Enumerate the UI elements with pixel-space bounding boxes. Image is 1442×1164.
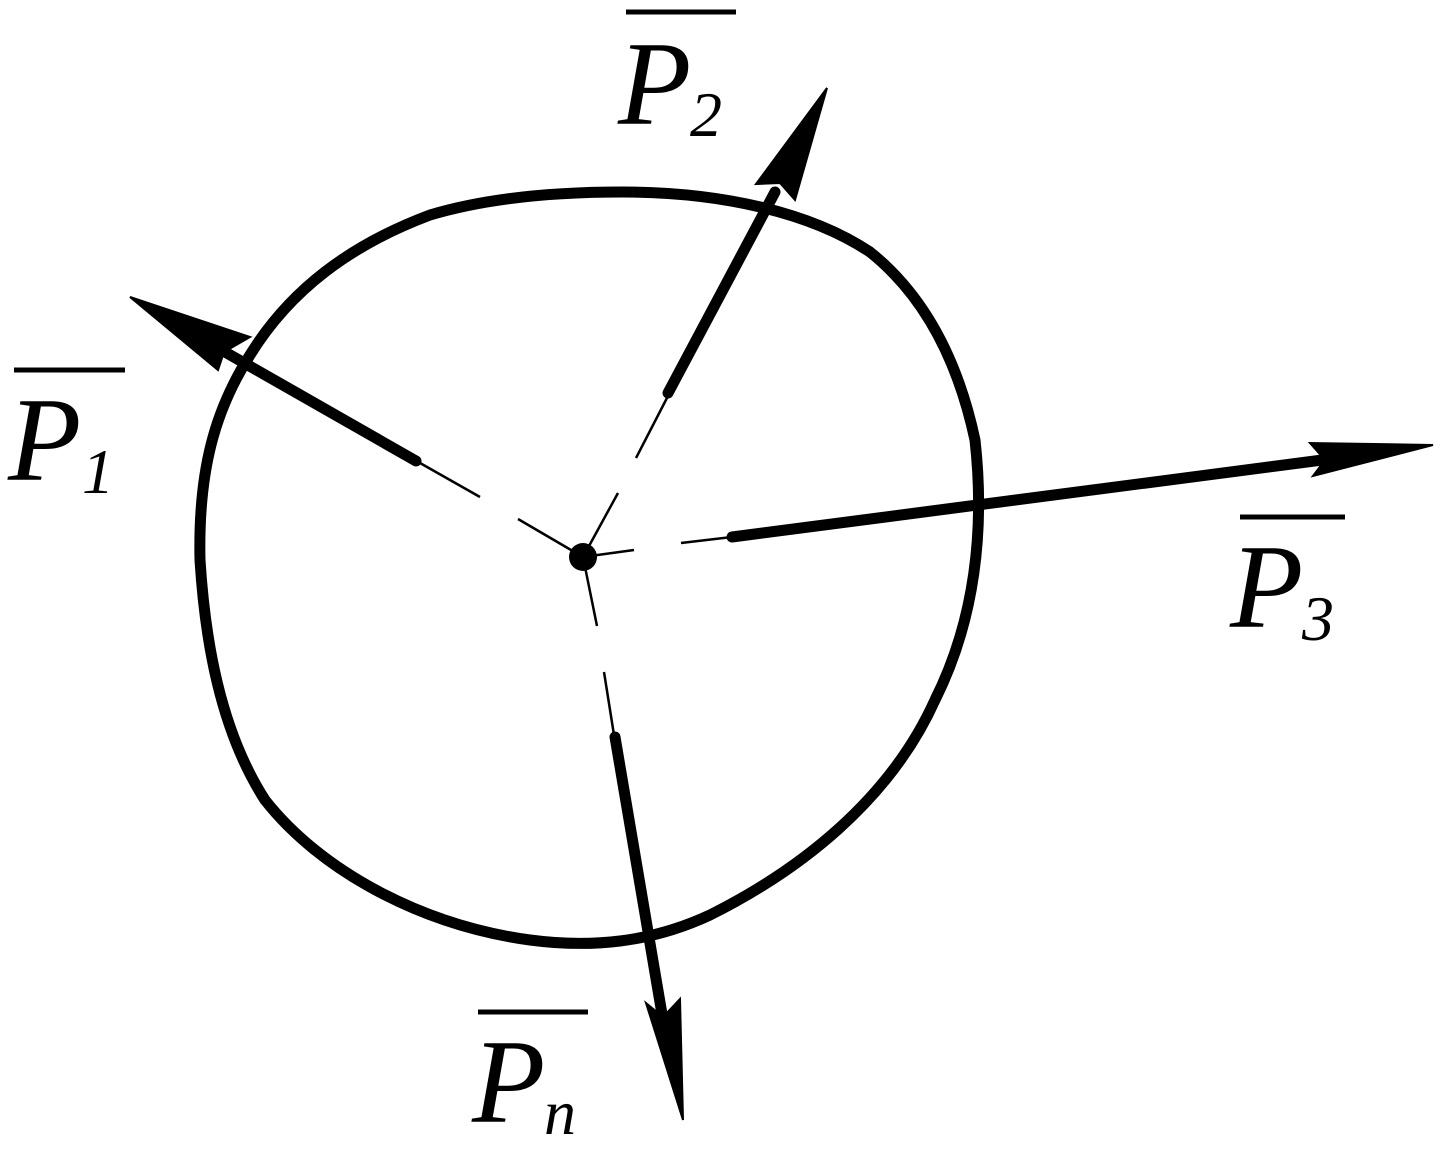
label-pn: P n (471, 1009, 588, 1148)
label-p2: P 2 (617, 9, 736, 150)
line-of-action-pn-2 (602, 671, 616, 736)
label-pn-letter: P (471, 1015, 545, 1148)
label-p3-letter: P (1229, 520, 1303, 653)
arrowhead-pn (644, 996, 684, 1121)
line-of-action-pn (581, 556, 599, 627)
label-p1: P 1 (7, 367, 125, 507)
line-of-action-p3 (582, 548, 635, 559)
vector-p2-shaft (662, 186, 781, 399)
vector-pn-shaft (609, 731, 669, 1026)
label-pn-subscript: n (544, 1077, 576, 1148)
force-vectors (219, 186, 1336, 1026)
body-outline (194, 186, 985, 949)
arrowheads (129, 87, 1434, 1121)
label-p3-subscript: 3 (1301, 583, 1334, 654)
lines-of-action (419, 395, 733, 736)
line-of-action-p1-2 (419, 461, 481, 499)
line-of-action-p2 (581, 492, 620, 558)
line-of-action-p1 (517, 517, 584, 559)
line-of-action-p2-2 (634, 395, 670, 459)
arrowhead-p1 (129, 296, 253, 372)
label-p2-subscript: 2 (690, 79, 722, 150)
label-p2-letter: P (617, 17, 691, 150)
label-p1-subscript: 1 (82, 436, 114, 507)
arrowhead-p2 (753, 87, 828, 203)
vector-p1-shaft (219, 346, 422, 467)
vector-p3-shaft (726, 453, 1336, 543)
label-p3: P 3 (1229, 514, 1345, 654)
label-p1-letter: P (7, 373, 81, 506)
arrowhead-p3 (1307, 441, 1434, 478)
line-of-action-p3-2 (680, 535, 733, 545)
